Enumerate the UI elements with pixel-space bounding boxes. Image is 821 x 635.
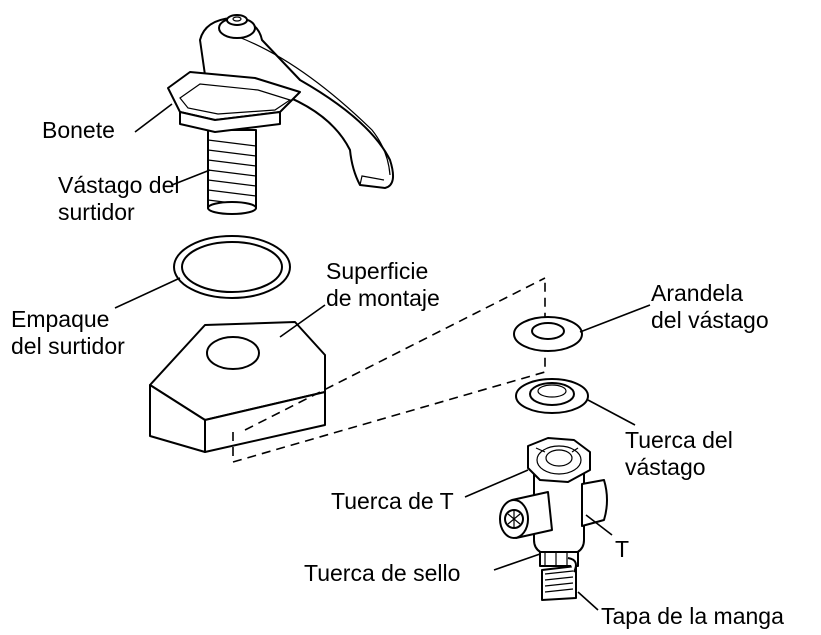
label-vastago-surtidor-line1: Vástago del: [58, 172, 180, 198]
label-empaque-line2: del surtidor: [11, 333, 125, 359]
label-bonete: Bonete: [42, 117, 115, 143]
label-empaque-line1: Empaque: [11, 306, 110, 332]
t-fitting-part: [499, 437, 608, 601]
leader-lines: [114, 103, 651, 611]
stem-washer-part: [513, 316, 583, 352]
label-superficie-line2: de montaje: [326, 285, 440, 311]
mounting-surface-part: [149, 321, 326, 453]
label-arandela-line1: Arandela: [651, 280, 744, 306]
label-tuerca-vastago-line2: vástago: [625, 454, 706, 480]
label-tuerca-de-t: Tuerca de T: [331, 488, 454, 514]
label-vastago-surtidor-line2: surtidor: [58, 199, 135, 225]
label-tuerca-vastago-line1: Tuerca del: [625, 427, 733, 453]
label-tapa-de-la-manga: Tapa de la manga: [601, 603, 784, 629]
spout-stem-part: [207, 129, 257, 215]
spout-gasket-part: [173, 235, 291, 299]
stem-nut-part: [515, 378, 589, 414]
label-t: T: [615, 536, 630, 562]
label-superficie-line1: Superficie: [326, 258, 429, 284]
mounting-alignment-dashed-line: [232, 280, 546, 464]
spout-bonnet-part: [167, 14, 395, 215]
mounting-edge-dashed-line: [244, 277, 546, 431]
label-arandela-line2: del vástago: [651, 307, 769, 333]
label-tuerca-de-sello: Tuerca de sello: [304, 560, 461, 586]
